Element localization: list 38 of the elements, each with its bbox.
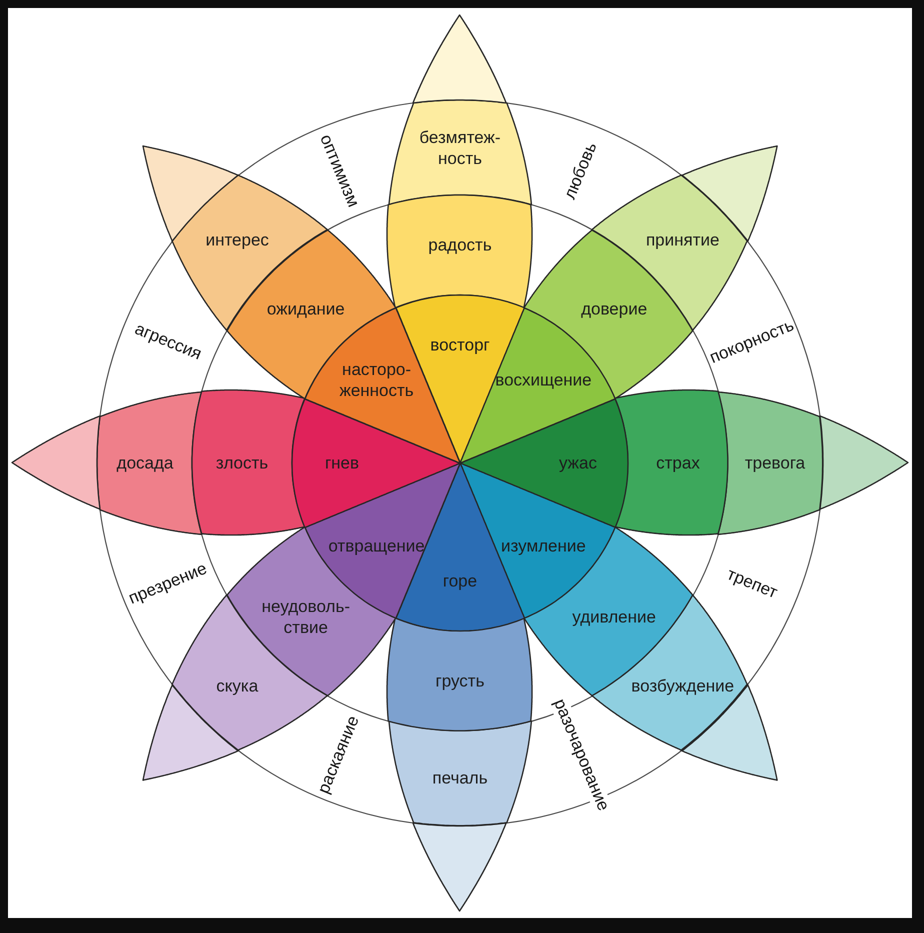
emotion-label: восхищение xyxy=(495,368,592,390)
petal-tip xyxy=(11,415,101,511)
petal-segment xyxy=(291,398,461,528)
emotion-label: страх xyxy=(656,452,700,474)
emotion-label: возбуждение xyxy=(631,675,734,696)
emotion-label: злость xyxy=(216,452,268,474)
emotion-label: восторг xyxy=(430,334,490,356)
emotion-label: грусть xyxy=(436,670,484,692)
petal-segment xyxy=(386,194,534,309)
emotion-label: скука xyxy=(216,675,258,696)
petal-tip xyxy=(412,14,508,104)
petal-segment xyxy=(386,617,534,732)
emotion-label: гнев xyxy=(324,452,360,474)
petal-segment xyxy=(388,720,532,827)
petal-segment xyxy=(191,389,306,537)
emotion-label: радость xyxy=(428,234,492,256)
emotion-label: интерес xyxy=(206,230,269,251)
emotion-label: удивление xyxy=(572,606,656,628)
emotion-label: изумление xyxy=(501,536,586,558)
emotion-label: горе xyxy=(442,570,478,592)
emotion-label: безмятеж- ность xyxy=(419,126,501,170)
petal-tip xyxy=(818,415,909,511)
petal-segment xyxy=(459,398,629,528)
petal-segment xyxy=(96,390,203,536)
emotion-label: ожидание xyxy=(266,298,345,320)
petal-segment xyxy=(717,390,824,536)
petal-segment xyxy=(614,389,729,537)
emotion-label: печаль xyxy=(432,767,488,789)
emotion-label: ужас xyxy=(558,452,598,474)
emotion-label: тревога xyxy=(744,452,806,474)
petal-segment xyxy=(388,99,532,206)
emotion-label: отвращение xyxy=(328,536,425,558)
emotion-label: досада xyxy=(116,452,174,474)
emotion-label: неудоволь- ствие xyxy=(262,596,350,638)
emotion-label: насторо- женность xyxy=(339,358,414,401)
petal-tip xyxy=(412,822,508,912)
emotion-label: принятие xyxy=(646,230,720,251)
emotion-label: доверие xyxy=(581,298,648,320)
